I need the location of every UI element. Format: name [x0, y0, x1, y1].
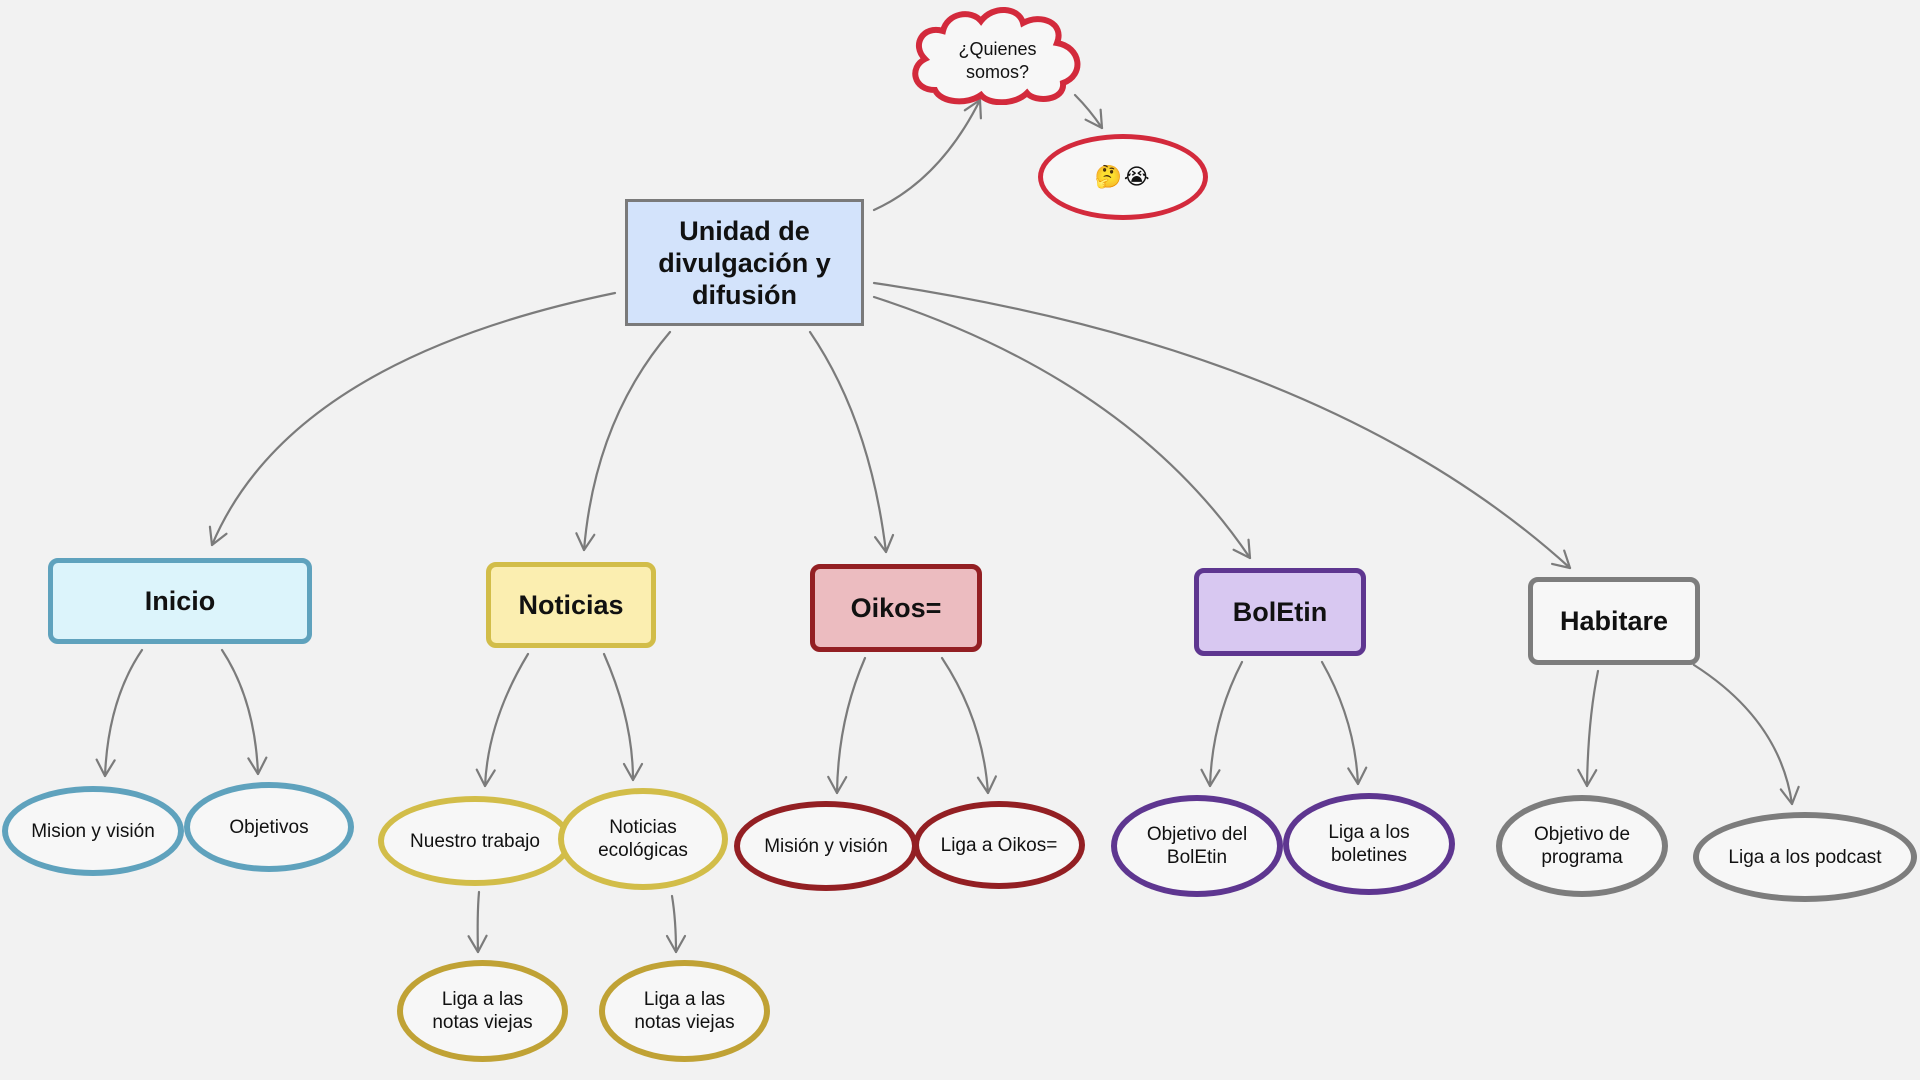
connector-root-to-inicio: [210, 291, 617, 547]
arrowhead-boletin-to-objetivo: [1200, 768, 1221, 788]
arrowhead-root-to-inicio: [208, 525, 228, 547]
child-node-objetivo-programa[interactable]: Objetivo de programa: [1496, 795, 1668, 897]
child-node-objetivo-boletin[interactable]: Objetivo del BolEtin: [1111, 795, 1283, 897]
child-node-objetivos[interactable]: Objetivos: [184, 782, 354, 872]
arrowhead-nuestro-to-sub: [467, 934, 488, 954]
arrowhead-inicio-to-objetivos: [247, 756, 268, 776]
connector-oikos-to-mision: [835, 656, 867, 795]
child-node-liga-podcast[interactable]: Liga a los podcast: [1693, 812, 1917, 902]
connector-inicio-to-objetivos: [220, 648, 260, 776]
child-node-mision-vision-oikos[interactable]: Misión y visión: [734, 801, 918, 891]
arrowhead-root-to-boletin: [1232, 538, 1252, 560]
arrowhead-boletin-to-liga: [1347, 766, 1368, 786]
connector-root-to-boletin: [872, 295, 1252, 560]
cloud-node-shape: [912, 7, 1081, 105]
connector-root-to-cloud: [872, 98, 982, 212]
category-node-oikos[interactable]: Oikos=: [810, 564, 982, 652]
arrowhead-noticias-to-ecologicas: [622, 762, 644, 782]
arrowhead-inicio-to-mision: [95, 758, 116, 778]
child-node-liga-boletines[interactable]: Liga a los boletines: [1283, 793, 1455, 895]
connector-root-to-noticias: [582, 330, 672, 552]
connector-root-to-habitare: [872, 281, 1572, 570]
child-node-nuestro-trabajo[interactable]: Nuestro trabajo: [378, 796, 572, 886]
connector-cloud-to-emoji: [1073, 93, 1104, 130]
cloud-node-quienes-somos[interactable]: ¿Quienes somos?: [958, 39, 1037, 82]
connector-oikos-to-liga: [940, 656, 990, 795]
child-node-noticias-ecologicas[interactable]: Noticias ecológicas: [558, 788, 728, 890]
root-node[interactable]: Unidad de divulgación y difusión: [625, 199, 864, 326]
category-node-noticias[interactable]: Noticias: [486, 562, 656, 648]
arrowhead-noticias-to-nuestro: [475, 768, 496, 788]
emoji-node[interactable]: 🤔😭: [1038, 134, 1208, 220]
category-node-inicio[interactable]: Inicio: [48, 558, 312, 644]
connector-noticias-to-ecologicas: [602, 652, 635, 782]
arrowhead-root-to-habitare: [1551, 549, 1572, 570]
connector-habitare-to-podcast: [1692, 663, 1794, 806]
arrowhead-ecologicas-to-sub: [665, 934, 687, 954]
connector-boletin-to-objetivo: [1208, 660, 1244, 788]
arrowhead-habitare-to-objetivo: [1577, 768, 1598, 788]
arrowhead-root-to-cloud: [963, 98, 982, 120]
arrowhead-root-to-noticias: [575, 532, 596, 552]
arrowhead-oikos-to-mision: [827, 775, 848, 795]
connector-root-to-oikos: [808, 330, 888, 554]
child-node-liga-oikos[interactable]: Liga a Oikos=: [913, 801, 1085, 889]
emoji-thinking-crying: 🤔😭: [1094, 164, 1152, 190]
sub-node-liga-notas-viejas-2[interactable]: Liga a las notas viejas: [599, 960, 770, 1062]
arrowhead-cloud-to-emoji: [1084, 108, 1104, 130]
connector-nuestro-to-sub: [476, 890, 481, 954]
sub-node-liga-notas-viejas-1[interactable]: Liga a las notas viejas: [397, 960, 568, 1062]
connector-noticias-to-nuestro: [483, 652, 530, 788]
child-node-mision-vision-inicio[interactable]: Mision y visión: [2, 786, 184, 876]
category-node-boletin[interactable]: BolEtin: [1194, 568, 1366, 656]
connector-boletin-to-liga: [1320, 660, 1360, 786]
arrowhead-root-to-oikos: [874, 533, 895, 554]
arrowhead-habitare-to-podcast: [1779, 785, 1800, 806]
arrowhead-oikos-to-liga: [976, 775, 997, 795]
connector-inicio-to-mision: [103, 648, 144, 778]
connector-ecologicas-to-sub: [670, 894, 678, 954]
category-node-habitare[interactable]: Habitare: [1528, 577, 1700, 665]
connector-habitare-to-objetivo: [1585, 669, 1600, 788]
